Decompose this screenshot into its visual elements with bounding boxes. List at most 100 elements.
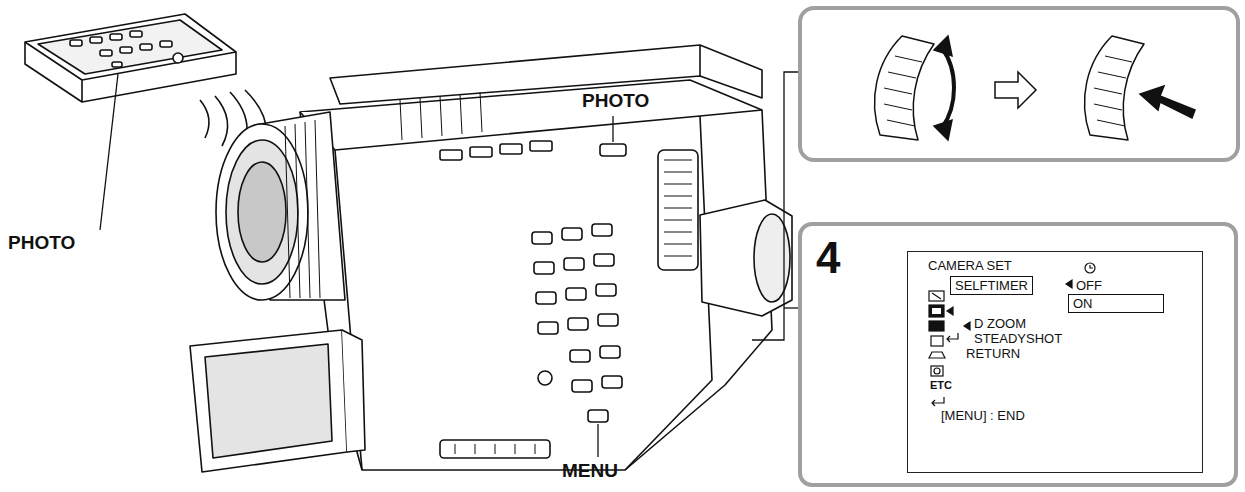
camcorder — [342, 330, 365, 452]
menu-icons — [1085, 263, 1095, 273]
part-label: MENU — [562, 460, 618, 482]
camcorder — [538, 371, 552, 385]
menu-item: SELFTIMER — [955, 278, 1028, 293]
camcorder — [190, 330, 347, 472]
camcorder — [300, 110, 762, 470]
camcorder — [600, 144, 626, 156]
menu-item: RETURN — [966, 346, 1020, 361]
camcorder — [470, 147, 492, 157]
step-number: 4 — [816, 232, 840, 283]
camcorder — [700, 200, 792, 316]
camcorder — [594, 254, 614, 266]
menu-icons — [929, 263, 1095, 406]
camcorder — [598, 314, 618, 326]
leader-line — [597, 424, 598, 457]
camcorder — [285, 120, 320, 298]
camcorder — [564, 258, 584, 270]
camcorder — [532, 232, 552, 244]
remote-control — [100, 50, 112, 56]
camcorder — [216, 124, 308, 300]
camcorder — [400, 92, 482, 140]
direction-arrow — [934, 120, 952, 140]
menu-icons — [947, 307, 953, 315]
remote-control — [112, 62, 122, 67]
menu-icons — [932, 397, 944, 406]
jog-dial — [884, 56, 922, 126]
menu-highlight: SELFTIMER — [950, 276, 1033, 295]
remote-control — [120, 47, 132, 53]
illustration-panel — [800, 8, 1238, 160]
menu-icons — [1090, 265, 1093, 268]
menu-item: D ZOOM — [974, 316, 1026, 331]
menu-screen: CAMERA SET OFF D ZOOMSTEADYSHOTRETURN ETC [M… — [907, 251, 1203, 473]
camcorder — [596, 284, 616, 296]
camcorder — [455, 444, 535, 454]
menu-icons — [929, 352, 945, 358]
signal-waves — [200, 100, 209, 138]
remote-control — [140, 44, 152, 50]
remote-control — [25, 14, 236, 102]
camcorder — [600, 346, 620, 358]
camcorder — [536, 292, 556, 304]
menu-item: CAMERA SET — [928, 258, 1012, 273]
camcorder — [566, 288, 586, 300]
leader-line — [100, 72, 798, 457]
camcorder — [500, 144, 522, 154]
camcorder — [190, 45, 792, 472]
remote-control — [160, 41, 172, 47]
remote-control — [173, 53, 183, 63]
camcorder — [534, 262, 554, 274]
menu-item: OFF — [1076, 278, 1102, 293]
menu-icons — [931, 366, 943, 376]
leader-line — [784, 307, 798, 308]
camcorder — [440, 150, 462, 160]
menu-icons — [931, 336, 943, 346]
camcorder — [440, 440, 550, 458]
remote-control — [25, 14, 236, 102]
camcorder — [568, 318, 588, 330]
menu-item: [MENU] : END — [941, 408, 1025, 423]
camcorder — [664, 160, 692, 256]
part-label: PHOTO — [582, 90, 649, 112]
menu-icons — [932, 308, 941, 314]
menu-icons — [964, 322, 970, 330]
camcorder — [538, 322, 558, 334]
menu-icons — [932, 293, 941, 299]
remote-control — [90, 37, 102, 43]
menu-icons — [929, 291, 944, 301]
camcorder — [699, 45, 701, 76]
leader-line — [752, 72, 798, 340]
menu-panel: 4CAMERA SET OFF D ZOOMSTEADYSHOTRETURN ETC [… — [798, 222, 1238, 487]
camcorder — [530, 141, 552, 151]
direction-arrow — [995, 72, 1036, 108]
menu-icons — [947, 333, 958, 342]
menu-item: ETC — [930, 379, 952, 392]
jog-dial — [1085, 36, 1144, 140]
remote-control — [130, 31, 142, 37]
direction-arrow — [1140, 86, 1195, 118]
jog-dial — [875, 36, 1144, 140]
camcorder — [562, 228, 582, 240]
menu-icons — [934, 368, 940, 374]
camcorder — [572, 380, 592, 392]
menu-item: STEADYSHOT — [974, 331, 1062, 346]
leader-line — [612, 116, 613, 142]
remote-control — [110, 34, 122, 40]
direction-arrow — [934, 36, 952, 56]
menu-icons — [1066, 280, 1072, 288]
jog-dial — [875, 36, 934, 140]
direction-arrow — [934, 36, 1195, 140]
menu-item: ON — [1073, 296, 1159, 311]
menu-icons — [929, 321, 944, 331]
camcorder — [602, 376, 622, 388]
camcorder — [588, 410, 608, 422]
camcorder — [658, 150, 698, 270]
remote-control — [38, 20, 222, 74]
jog-dial — [1094, 56, 1132, 126]
camcorder — [238, 162, 286, 262]
menu-highlight: ON — [1068, 294, 1164, 313]
camcorder — [570, 350, 590, 362]
